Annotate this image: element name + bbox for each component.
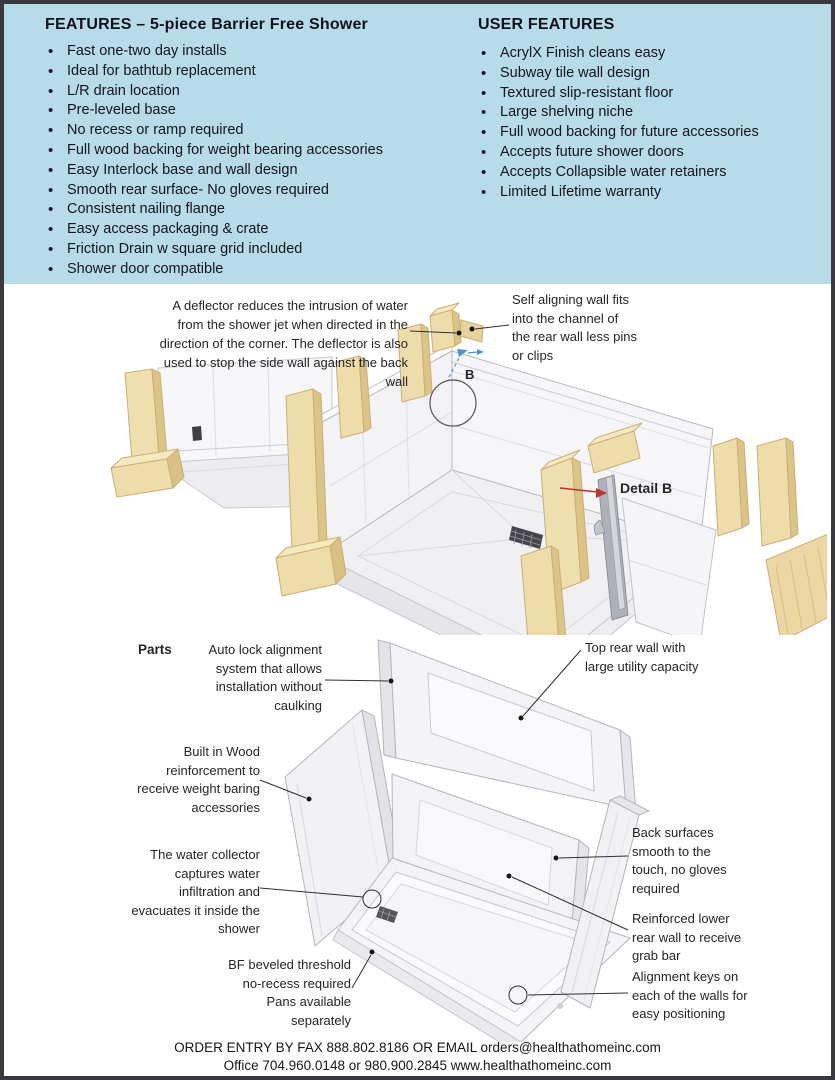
user-feature-item-label: Textured slip-resistant floor <box>500 84 674 101</box>
feature-item: Full wood backing for weight bearing acc… <box>45 141 383 161</box>
user-feature-item-label: Subway tile wall design <box>500 64 650 81</box>
bullet-icon <box>48 240 53 261</box>
features-list: Fast one-two day installs Ideal for bath… <box>45 42 383 280</box>
bullet-icon <box>481 163 486 184</box>
deflector-note: A deflector reduces the intrusion of wat… <box>159 298 408 389</box>
bullet-icon <box>48 141 53 162</box>
feature-item: Pre-leveled base <box>45 101 383 121</box>
bullet-icon <box>48 161 53 182</box>
parts-diagram-svg <box>259 639 650 1042</box>
user-feature-item: Accepts Collapsible water retainers <box>478 163 759 183</box>
user-feature-item: Full wood backing for future accessories <box>478 123 759 143</box>
bullet-icon <box>481 64 486 85</box>
bullet-icon <box>48 62 53 83</box>
alignment-keys-note: Alignment keys on each of the walls for … <box>632 969 748 1021</box>
bullet-icon <box>481 103 486 124</box>
feature-item: Ideal for bathtub replacement <box>45 62 383 82</box>
user-features-title: USER FEATURES <box>478 16 615 33</box>
feature-item-label: L/R drain location <box>67 82 180 99</box>
feature-item: Consistent nailing flange <box>45 200 383 220</box>
detail-b-illustration <box>520 422 827 635</box>
reinforced-lower-note: Reinforced lower rear wall to receive gr… <box>632 911 742 963</box>
detail-b-label: Detail B <box>620 480 673 496</box>
bullet-icon <box>48 260 53 281</box>
b-marker-label: B <box>465 367 475 382</box>
bullet-icon <box>48 181 53 202</box>
user-feature-item-label: Large shelving niche <box>500 104 634 121</box>
self-aligning-note: Self aligning wall fits into the channel… <box>512 292 637 363</box>
feature-item-label: Full wood backing for weight bearing acc… <box>67 141 383 158</box>
bullet-icon <box>481 44 486 65</box>
user-feature-item-label: AcrylX Finish cleans easy <box>500 45 666 61</box>
water-collector-note: The water collector captures water infil… <box>131 847 260 936</box>
feature-item: Fast one-two day installs <box>45 42 383 62</box>
exploded-parts-illustration <box>284 639 650 1042</box>
bullet-icon <box>481 183 486 204</box>
user-feature-item-label: Limited Lifetime warranty <box>500 183 662 200</box>
user-feature-item-label: Full wood backing for future accessories <box>500 124 759 141</box>
feature-item: Smooth rear surface- No gloves required <box>45 181 383 201</box>
bf-threshold-note: BF beveled threshold no-recess required … <box>228 957 351 1028</box>
user-feature-item: Subway tile wall design <box>478 64 759 84</box>
feature-item-label: Shower door compatible <box>67 260 224 277</box>
feature-item: No recess or ramp required <box>45 121 383 141</box>
bullet-icon <box>481 143 486 164</box>
bullet-icon <box>48 200 53 221</box>
installation-diagram-svg <box>110 302 827 635</box>
bullet-icon <box>48 121 53 142</box>
bullet-icon <box>481 123 486 144</box>
installation-callout-lines <box>409 324 510 427</box>
blue-alignment-arrow <box>448 349 484 378</box>
feature-item: L/R drain location <box>45 82 383 102</box>
feature-item-label: Easy access packaging & crate <box>67 221 269 238</box>
office-contact-line: Office 704.960.0148 or 980.900.2845 www.… <box>223 1057 612 1073</box>
feature-item-label: No recess or ramp required <box>67 122 244 139</box>
feature-item-label: Fast one-two day installs <box>67 43 227 59</box>
user-feature-item-label: Accepts future shower doors <box>500 143 684 160</box>
feature-item-label: Pre-leveled base <box>67 102 176 119</box>
back-surfaces-note: Back surfaces smooth to the touch, no gl… <box>632 825 727 896</box>
auto-lock-note: Auto lock alignment system that allows i… <box>208 642 322 713</box>
feature-item: Shower door compatible <box>45 260 383 280</box>
user-features-list: AcrylX Finish cleans easy Subway tile wa… <box>478 44 759 202</box>
user-feature-item: Accepts future shower doors <box>478 143 759 163</box>
features-title: FEATURES – 5-piece Barrier Free Shower <box>45 16 368 33</box>
order-footer: ORDER ENTRY BY FAX 888.802.8186 OR EMAIL… <box>0 1039 835 1074</box>
feature-item-label: Ideal for bathtub replacement <box>67 62 256 79</box>
user-feature-item: Textured slip-resistant floor <box>478 84 759 104</box>
top-rear-wall-note: Top rear wall with large utility capacit… <box>585 640 699 674</box>
user-feature-item-label: Accepts Collapsible water retainers <box>500 163 727 180</box>
user-feature-item: AcrylX Finish cleans easy <box>478 44 759 64</box>
bullet-icon <box>48 101 53 122</box>
bullet-icon <box>48 42 53 63</box>
parts-callout-lines <box>259 649 629 1005</box>
user-feature-item: Limited Lifetime warranty <box>478 183 759 203</box>
feature-item-label: Smooth rear surface- No gloves required <box>67 181 329 198</box>
feature-item: Easy access packaging & crate <box>45 220 383 240</box>
feature-item-label: Easy Interlock base and wall design <box>67 161 298 178</box>
feature-item-label: Friction Drain w square grid included <box>67 240 303 257</box>
feature-item-label: Consistent nailing flange <box>67 201 225 218</box>
features-panel: FEATURES – 5-piece Barrier Free Shower F… <box>0 0 835 284</box>
bullet-icon <box>48 220 53 241</box>
main-shower-illustration <box>275 302 750 635</box>
bullet-icon <box>48 82 53 103</box>
feature-item: Friction Drain w square grid included <box>45 240 383 260</box>
bullet-icon <box>481 84 486 105</box>
order-entry-line: ORDER ENTRY BY FAX 888.802.8186 OR EMAIL… <box>174 1040 661 1055</box>
built-in-wood-note: Built in Wood reinforcement to receive w… <box>137 744 260 815</box>
user-feature-item: Large shelving niche <box>478 103 759 123</box>
feature-item: Easy Interlock base and wall design <box>45 161 383 181</box>
parts-section-label: Parts <box>138 642 172 657</box>
